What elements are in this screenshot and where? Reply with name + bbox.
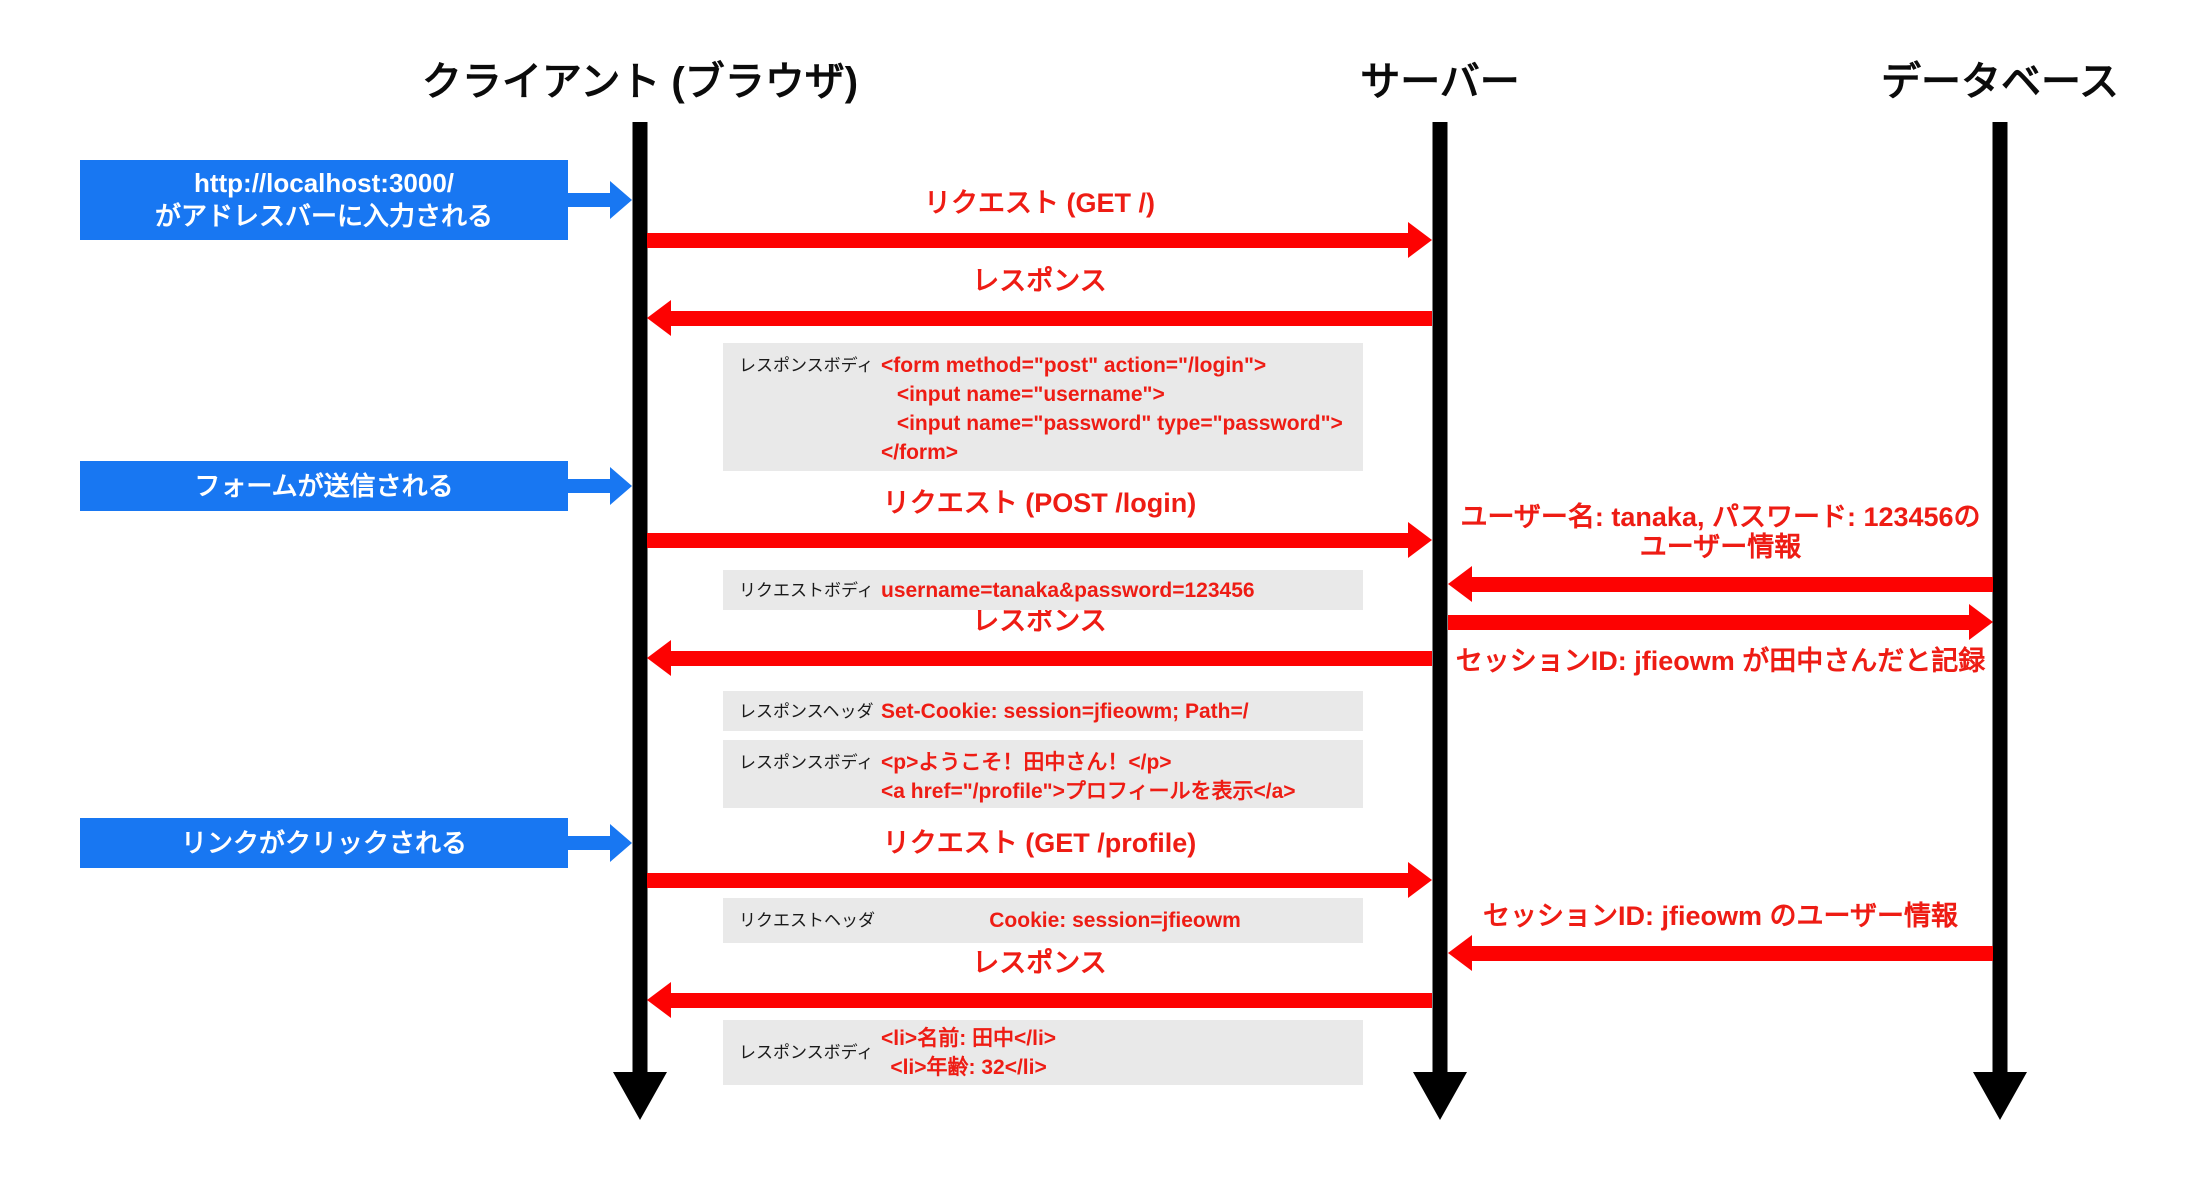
event-text: フォームが送信される xyxy=(194,470,454,501)
message-arrow-right xyxy=(647,522,1432,558)
message-arrow-left xyxy=(647,982,1432,1018)
arrow-head-icon xyxy=(610,181,632,219)
event-box-url-entered: http://localhost:3000/ がアドレスバーに入力される xyxy=(80,160,568,240)
message-label-line1: ユーザー名: tanaka, パスワード: 123456の xyxy=(1460,502,1981,532)
payload-code-line: <form method="post" action="/login"> xyxy=(881,354,1267,377)
message-response-1: レスポンス xyxy=(647,266,1432,336)
lifeline-arrowhead-client xyxy=(613,1072,667,1120)
payload-box-request-body: リクエストボディ username=tanaka&password=123456 xyxy=(723,570,1363,610)
event-arrow-2 xyxy=(568,466,632,506)
db-message-user-info: ユーザー名: tanaka, パスワード: 123456の ユーザー情報 xyxy=(1448,502,1993,602)
payload-label: レスポンスボディ xyxy=(739,753,874,772)
event-arrow-1 xyxy=(568,180,632,220)
message-arrow-left xyxy=(647,300,1432,336)
event-box-link-clicked: リンクがクリックされる xyxy=(80,818,568,868)
event-box-form-submitted: フォームが送信される xyxy=(80,461,568,511)
message-label: レスポンス xyxy=(972,606,1107,636)
message-label: レスポンス xyxy=(972,948,1107,978)
message-arrow-right xyxy=(647,222,1432,258)
lifeline-server xyxy=(1432,122,1448,1075)
payload-code-line: <a href="/profile">プロフィールを表示</a> xyxy=(881,780,1296,803)
message-label: セッションID: jfieowm が田中さんだと記録 xyxy=(1455,646,1986,676)
arrow-shaft xyxy=(647,232,1408,248)
arrow-head-icon xyxy=(610,824,632,862)
event-text-line2: がアドレスバーに入力される xyxy=(154,201,493,231)
message-request-get-profile: リクエスト (GET /profile) xyxy=(647,828,1432,898)
arrow-head-icon xyxy=(647,300,671,336)
payload-label: リクエストボディ xyxy=(739,580,874,600)
payload-code-line: <p>ようこそ！田中さん！</p> xyxy=(881,751,1172,774)
arrow-head-icon xyxy=(1448,935,1472,971)
arrow-head-icon xyxy=(1969,604,1993,640)
message-label: セッションID: jfieowm のユーザー情報 xyxy=(1483,901,1958,931)
payload-box-response-body-welcome: レスポンスボディ <p>ようこそ！田中さん！</p> <a href="/pro… xyxy=(723,740,1363,808)
payload-code-line: <input name="username"> xyxy=(891,383,1165,406)
message-label: リクエスト (POST /login) xyxy=(882,488,1197,518)
arrow-shaft xyxy=(671,992,1432,1008)
lifeline-arrowhead-server xyxy=(1413,1072,1467,1120)
actor-title-server: サーバー xyxy=(1360,60,1520,104)
arrow-head-icon xyxy=(610,467,632,505)
arrow-shaft xyxy=(1472,576,1993,592)
event-arrow-3 xyxy=(568,823,632,863)
message-label-line2: ユーザー情報 xyxy=(1639,532,1802,562)
payload-label: レスポンスボディ xyxy=(739,1043,874,1062)
arrow-shaft xyxy=(647,532,1408,548)
lifeline-arrowhead-database xyxy=(1973,1072,2027,1120)
db-message-session-record: セッションID: jfieowm が田中さんだと記録 xyxy=(1448,604,1993,676)
payload-code-line: username=tanaka&password=123456 xyxy=(881,578,1255,602)
actor-title-database: データベース xyxy=(1881,60,2119,104)
lifeline-database xyxy=(1992,122,2008,1075)
message-label: レスポンス xyxy=(972,266,1107,296)
lifeline-client xyxy=(632,122,648,1075)
payload-label: レスポンスヘッダ xyxy=(739,701,874,721)
arrow-shaft xyxy=(671,650,1432,666)
arrow-head-icon xyxy=(1408,222,1432,258)
arrow-head-icon xyxy=(647,982,671,1018)
arrow-shaft xyxy=(568,479,610,493)
payload-code-line: </form> xyxy=(881,441,959,464)
arrow-head-icon xyxy=(1408,522,1432,558)
message-request-post-login: リクエスト (POST /login) xyxy=(647,488,1432,558)
message-arrow-right xyxy=(647,862,1432,898)
arrow-shaft xyxy=(568,193,610,207)
arrow-head-icon xyxy=(647,640,671,676)
db-message-session-lookup: セッションID: jfieowm のユーザー情報 xyxy=(1448,901,1993,971)
payload-code-line: Set-Cookie: session=jfieowm; Path=/ xyxy=(881,699,1249,723)
message-response-3: レスポンス xyxy=(647,948,1432,1018)
message-label: リクエスト (GET /profile) xyxy=(882,828,1197,858)
message-request-get-root: リクエスト (GET /) xyxy=(647,188,1432,258)
message-label: リクエスト (GET /) xyxy=(924,188,1155,218)
event-text-line1: http://localhost:3000/ xyxy=(193,168,455,198)
payload-box-response-body-profile: レスポンスボディ <li>名前: 田中</li> <li>年齢: 32</li> xyxy=(723,1020,1363,1085)
arrow-shaft xyxy=(647,872,1408,888)
message-arrow-left xyxy=(647,640,1432,676)
arrow-head-icon xyxy=(1408,862,1432,898)
payload-box-request-header: リクエストヘッダ Cookie: session=jfieowm xyxy=(723,898,1363,943)
event-text: リンクがクリックされる xyxy=(180,827,467,858)
actor-title-client: クライアント (ブラウザ) xyxy=(421,60,859,104)
arrow-shaft xyxy=(1472,945,1993,961)
payload-label: レスポンスボディ xyxy=(739,356,874,375)
payload-box-response-body-form: レスポンスボディ <form method="post" action="/lo… xyxy=(723,343,1363,471)
message-arrow-right xyxy=(1448,604,1993,640)
message-arrow-left xyxy=(1448,935,1993,971)
message-arrow-left xyxy=(1448,566,1993,602)
payload-code-line: <li>年齢: 32</li> xyxy=(890,1055,1047,1079)
payload-code-line: Cookie: session=jfieowm xyxy=(989,909,1241,932)
payload-box-response-header: レスポンスヘッダ Set-Cookie: session=jfieowm; Pa… xyxy=(723,691,1363,731)
arrow-head-icon xyxy=(1448,566,1472,602)
arrow-shaft xyxy=(568,836,610,850)
arrow-shaft xyxy=(671,310,1432,326)
payload-code-line: <li>名前: 田中</li> xyxy=(881,1026,1057,1050)
payload-label: リクエストヘッダ xyxy=(739,911,875,930)
payload-code-line: <input name="password" type="password"> xyxy=(891,412,1343,435)
arrow-shaft xyxy=(1448,614,1969,630)
message-response-2: レスポンス xyxy=(647,606,1432,676)
